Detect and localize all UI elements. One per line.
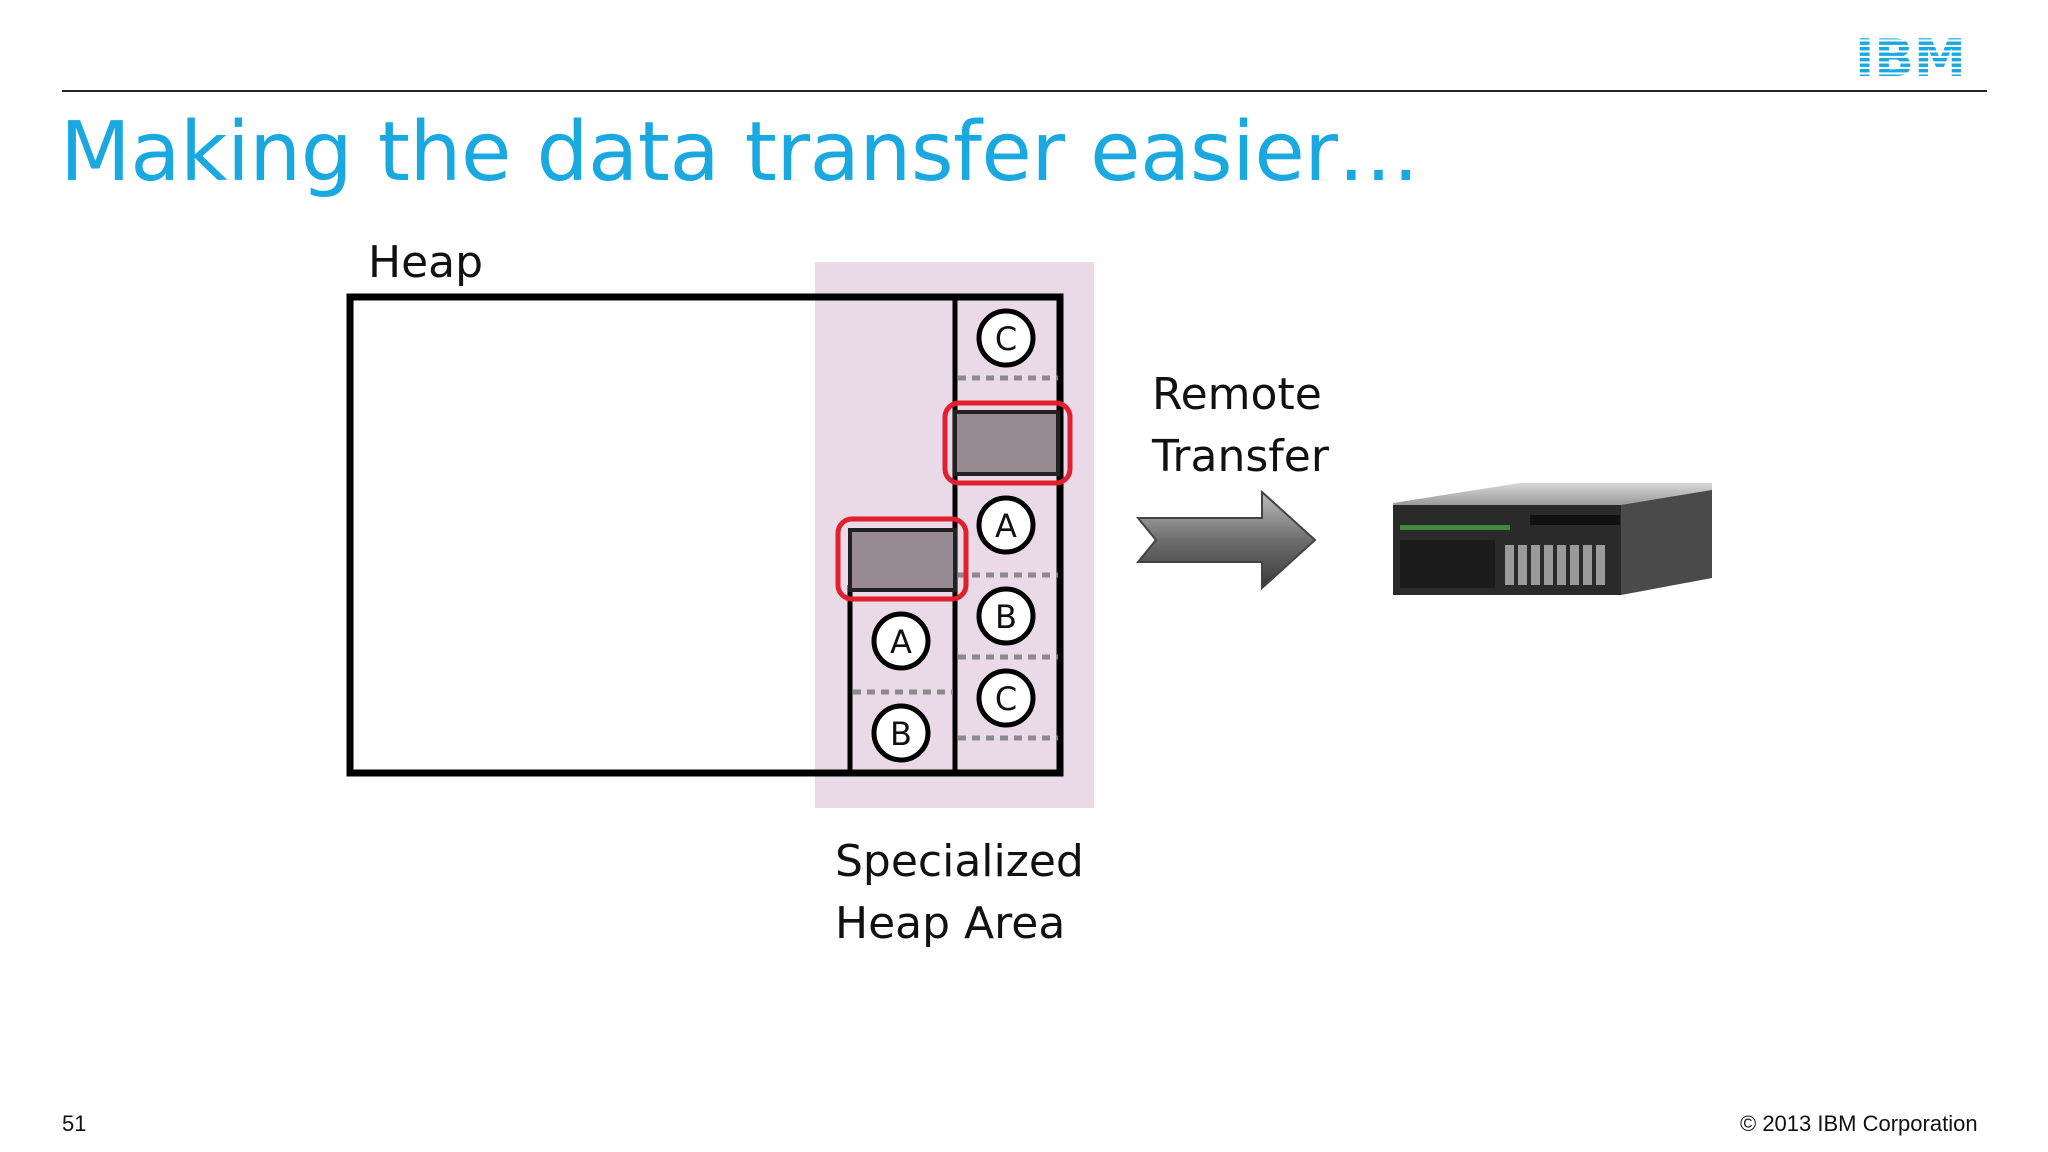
object-circle (871, 703, 931, 763)
object-circle (976, 586, 1036, 646)
right-column-separators (958, 375, 1058, 741)
object-circle (976, 668, 1036, 728)
object-label: C (995, 680, 1017, 718)
object-label: A (995, 507, 1017, 545)
object-label: A (890, 623, 912, 661)
ibm-logo: IBM (1855, 36, 1966, 80)
object-circle (871, 611, 931, 671)
heap-box (346, 293, 1064, 777)
heap-label: Heap (368, 237, 484, 288)
moved-block-right (953, 410, 1060, 476)
copyright: © 2013 IBM Corporation (1740, 1111, 1978, 1136)
ibm-logo-text: IBM (1855, 36, 1966, 80)
moved-block-left (848, 528, 957, 592)
object-label: B (890, 715, 912, 753)
object-circle (976, 308, 1036, 368)
specialized-heap-label-line2: Heap Area (835, 898, 1066, 949)
arrow-right-icon (1135, 489, 1317, 591)
header-rule (62, 90, 1987, 92)
object-label: B (995, 598, 1017, 636)
remote-transfer-label-line1: Remote (1152, 369, 1322, 420)
object-label: C (995, 320, 1017, 358)
slide-title: Making the data transfer easier… (60, 105, 1420, 200)
specialized-heap-label-line1: Specialized (835, 836, 1084, 887)
highlight-right (942, 400, 1073, 486)
server-icon (1393, 483, 1712, 595)
object-circle (976, 495, 1036, 555)
remote-transfer-label-line2: Transfer (1152, 431, 1329, 482)
page-number: 51 (62, 1111, 87, 1136)
highlight-left (835, 516, 969, 602)
